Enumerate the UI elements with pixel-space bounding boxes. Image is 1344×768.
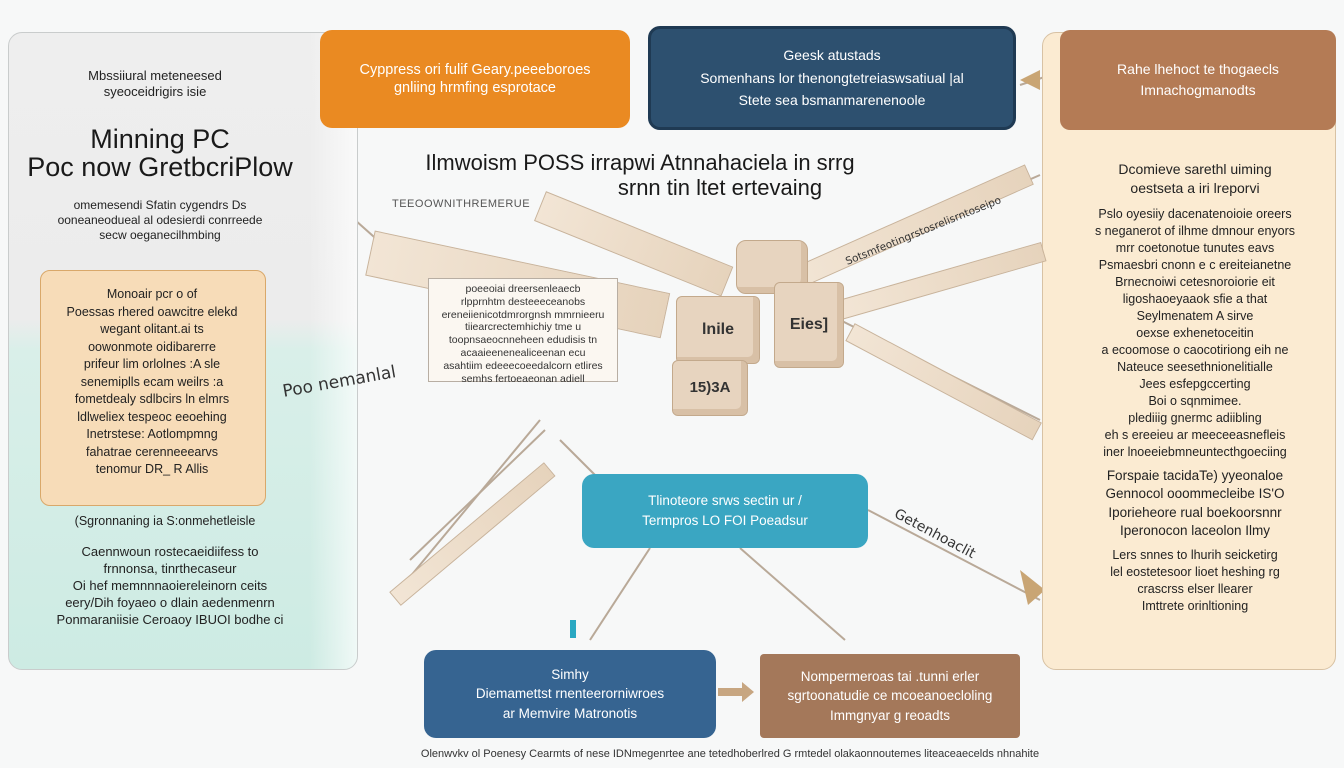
green-line: Caennwoun rostecaeidiifess to [81,544,259,559]
right-panel-text: Dcomieve sarethl uiming oestseta a iri l… [1070,160,1320,615]
right-line: crascrss elser llearer [1137,581,1253,596]
green-line: Ponmaraniisie Ceroaoy IBUOI bodhe ci [56,611,284,627]
navy-line: Stete sea bsmanmarenenoole [738,92,926,109]
note-line: tenomur DR_ R Allis [95,462,209,476]
right-line: s neganerot of ilhme dmnour enyors [1094,224,1296,239]
right-line: oexse exhenetoceitin [1136,326,1254,341]
cube-label: 15)3A [689,378,731,396]
blue-line: Diemamettst rnenteerorniwroes [475,686,665,702]
note-line: senemiplls ecam weilrs :a [80,374,224,389]
right-line: Nateuce seesethnionelitialle [1117,360,1273,375]
right-line: lel eostetesoor lioet heshing rg [1110,564,1280,579]
right-line: Pslo oyesiiy dacenatenoioie oreers [1098,207,1292,222]
note-line: Inetrstese: Aotlompmng [86,427,218,441]
orange-line: Cyppress ori fulif Geary.peeeboroes [359,61,591,78]
note-line: oowonmote oidibarerre [88,339,216,354]
right-header-line: Rahe lhehoct te thogaecls [1117,61,1279,77]
doc-line: tiiearcrectemhichiy tme u [464,321,582,334]
center-heading-line: srnn tin ltet ertevaing [617,175,823,201]
right-line: Iporieheore rual boekoorsnnr [1108,504,1282,520]
navy-line: Somenhans lor thenongtetreiaswsatiual |a… [700,69,964,86]
right-line: Brnecnoiwi cetesnoroiorie eit [1115,275,1275,290]
subtitle-line: secw oeganecilhmbing [99,228,221,242]
orange-line: gnliing hrmfing esprotace [393,80,556,96]
title-line: Minning PC [90,124,230,154]
right-line: eh s ereeieu ar meeceeasnefleis [1104,428,1286,443]
left-subtitle: omemesendi Sfatin cygendrs Ds ooneaneodu… [20,198,300,243]
blue-bottom-box: Simhy Diemamettst rnenteerorniwroes ar M… [424,650,716,738]
left-caption: Mbssiiural meteneesed syeoceidrigirs isi… [40,68,270,101]
doc-line: ereneiienicotdmrorgnsh mmrnieeru [441,308,605,321]
teal-box: Tlinoteore srws sectin ur / Termpros LO … [582,474,868,548]
right-line: plediiig gnermc adiibling [1128,411,1262,426]
title-line: Poc now GretbcriPlow [27,152,293,183]
doc-line: acaaieenenealiceenan ecu [460,346,586,359]
caption-line: syeoceidrigirs isie [103,84,207,100]
left-title: Minning PC Poc now GretbcriPlow [20,125,300,182]
navy-box: Geesk atustads Somenhans lor thenongtetr… [648,26,1016,130]
doc-line: asahtiim edeeecoeedalcorn etlires [443,359,603,372]
green-body: Caennwoun rostecaeidiifess to frnnonsa, … [25,544,315,628]
orange-box: Cyppress ori fulif Geary.peeeboroes gnli… [320,30,630,128]
note-line: fahatrae cerenneeearvs [85,444,219,459]
green-line: eery/Dih foyaeo o dlain aedenmenrn [65,594,275,610]
right-line: Imttrete orinltioning [1141,598,1249,613]
cube-label: lnile [701,321,734,338]
subtitle-line: omemesendi Sfatin cygendrs Ds [73,198,247,212]
right-header: Rahe lhehoct te thogaecls Imnachogmanodt… [1060,30,1336,130]
right-line: Gennocol ooommecleibe IS'O [1105,486,1285,502]
cube-bottom: 15)3A [672,360,748,416]
cube-right: Eies] [774,282,844,368]
doc-line: rlpprnhtm desteeeceanobs [460,295,586,308]
doc-line: poeeoiai dreersenleaecb [465,283,581,295]
right-line: Dcomieve sarethl uiming [1118,161,1272,177]
brown-line: sgrtoonatudie ce mcoeanoecloling [787,688,993,704]
right-line: a ecoomose o caocotiriong eih ne [1101,343,1289,358]
right-line: Boi o sqnmimee. [1148,394,1242,409]
right-line: iner lnoeeiebmneuntecthgoeciing [1103,445,1287,460]
right-line: mrr coetonotue tunutes eavs [1115,241,1275,256]
note-line: prifeur lim orlolnes :A sle [83,357,221,371]
subtitle-line: ooneaneodueal al odesierdi conrreede [57,213,263,227]
right-line: ligoshaoeyaaok sfie a that [1122,292,1268,307]
footer: Olenwvkv ol Poenesy Cearmts of nese IDNm… [420,748,1040,760]
right-line: Psmaesbri cnonn e c ereiteianetne [1098,258,1292,273]
note-card [40,270,266,506]
note-line: wegant olitant.ai ts [100,322,204,336]
doc-line: semhs fertoeaeonan adiell [461,372,585,385]
right-panel [1042,32,1336,670]
center-small-label: TEEOOWNITHREMERUE [392,198,531,210]
navy-line: Geesk atustads [783,47,881,64]
doc-line: toopnsaeocnneheen edudisis tn [448,334,598,347]
blue-line: ar Memvire Matronotis [502,705,638,721]
brown-line: Immgnyar g reoadts [829,707,951,723]
note-card-text: Monoair pcr o of Poessas rhered oawcitre… [44,286,260,479]
green-heading: (Sgronnaning ia S:onmehetleisle [74,514,256,528]
note-line: ldlweliex tespeoc eeoehing [77,409,227,424]
note-line: Poessas rhered oawcitre elekd [66,304,238,319]
teal-line: Tlinoteore srws sectin ur / [648,493,802,509]
caption-line: Mbssiiural meteneesed [88,68,222,83]
brown-line: Nompermeroas tai .tunni erler [800,668,980,684]
teal-line: Termpros LO FOI Poeadsur [642,513,808,528]
right-line: Forspaie tacidaTe) yyeonaloe [1106,468,1284,484]
right-line: Lers snnes to lhurih seicketirg [1112,547,1278,562]
doc-card: poeeoiai dreersenleaecb rlpprnhtm destee… [428,278,618,385]
brown-bottom-box: Nompermeroas tai .tunni erler sgrtoonatu… [760,654,1020,738]
arrow-icon [718,682,754,702]
right-header-line: Imnachogmanodts [1140,82,1256,98]
note-line: Monoair pcr o of [106,287,198,301]
note-line: fometdealy sdlbcirs ln elmrs [74,392,230,406]
right-line: Iperonocon laceolon Ilmy [1119,523,1271,539]
green-line: frnnonsa, tinrthecaseur [103,560,237,576]
center-heading-line: Ilmwoism POSS irrapwi Atnnahaciela in sr… [425,150,855,175]
right-line: Seylmenatem A sirve [1136,309,1254,324]
green-line: Oi hef memnnnaoiereleinorn ceits [72,577,268,593]
cube-label: Eies] [789,316,829,333]
center-heading: Ilmwoism POSS irrapwi Atnnahaciela in sr… [380,150,900,201]
cube-left: lnile [676,296,760,364]
right-line: Jees esfepgccerting [1139,377,1251,392]
right-line: oestseta a iri lreporvi [1130,180,1260,197]
blue-line: Simhy [551,666,589,682]
